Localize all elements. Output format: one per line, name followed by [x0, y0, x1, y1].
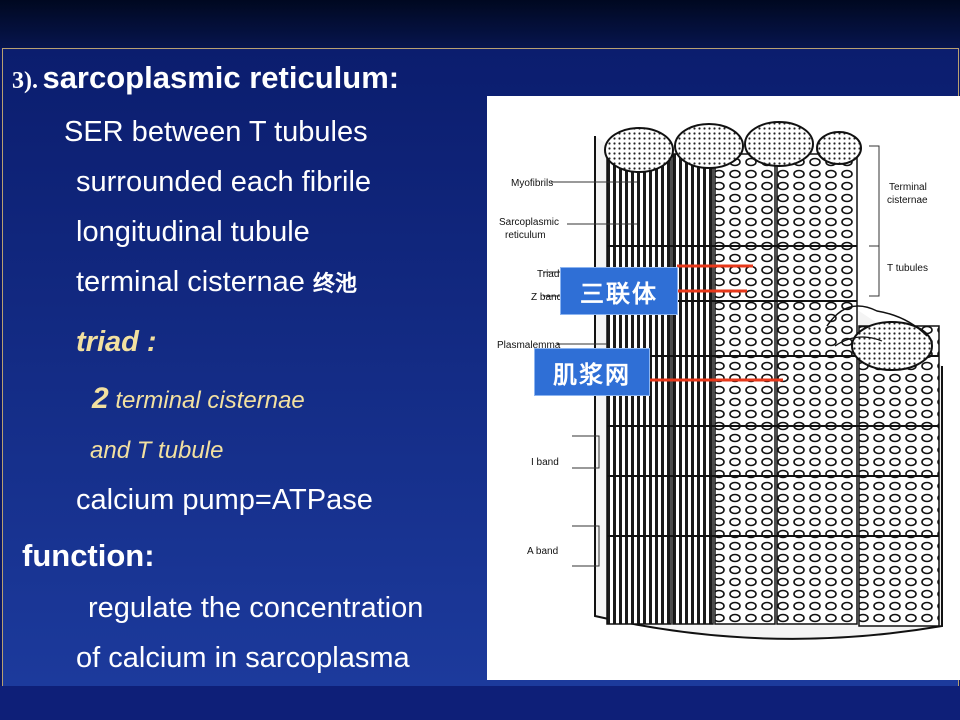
label-terminal-line1: Terminal — [889, 182, 927, 193]
bottom-band — [0, 686, 960, 720]
label-plasmalemma: Plasmalemma — [497, 340, 561, 351]
label-sr-line2: reticulum — [505, 230, 546, 241]
text-surrounded: surrounded each fibrile — [76, 166, 372, 198]
label-aband: A band — [527, 546, 558, 557]
label-terminal-line2: cisternae — [887, 195, 928, 206]
label-zband: Z band — [531, 292, 562, 303]
text-triad-num: 2 — [92, 382, 109, 415]
text-ser: SER between T tubules — [64, 116, 368, 148]
text-triad-line2: and T tubule — [90, 437, 224, 464]
text-terminal-en: terminal cisternae — [76, 266, 313, 298]
top-band — [0, 0, 960, 48]
heading-number: 3). — [12, 68, 38, 94]
callout-triad-cn: 三联体 — [560, 267, 678, 315]
text-longitudinal: longitudinal tubule — [76, 216, 310, 248]
text-pump: calcium pump=ATPase — [76, 484, 373, 516]
text-triad: triad : — [76, 326, 157, 358]
text-triad-line1: 2 terminal cisternae — [92, 382, 305, 416]
text-regulate: regulate the concentration — [88, 592, 424, 624]
label-triad: Triad — [537, 269, 559, 280]
text-of-calcium: of calcium in sarcoplasma — [76, 642, 410, 674]
heading-title: sarcoplasmic reticulum: — [42, 60, 400, 95]
slide-heading: 3). sarcoplasmic reticulum: — [12, 58, 399, 98]
text-function-label: function: — [22, 538, 155, 573]
label-myofibrils: Myofibrils — [511, 178, 553, 189]
text-triad-line1-rest: terminal cisternae — [108, 387, 305, 414]
label-ttubules: T tubules — [887, 263, 928, 274]
muscle-fiber-diagram: Myofibrils Sarcoplasmic reticulum Triad … — [487, 96, 960, 680]
text-terminal-cn: 终池 — [312, 272, 357, 297]
callout-sr-cn: 肌浆网 — [534, 348, 650, 396]
text-terminal: terminal cisternae 终池 — [76, 266, 357, 299]
label-sr-line1: Sarcoplasmic — [499, 217, 559, 228]
label-iband: I band — [531, 457, 559, 468]
